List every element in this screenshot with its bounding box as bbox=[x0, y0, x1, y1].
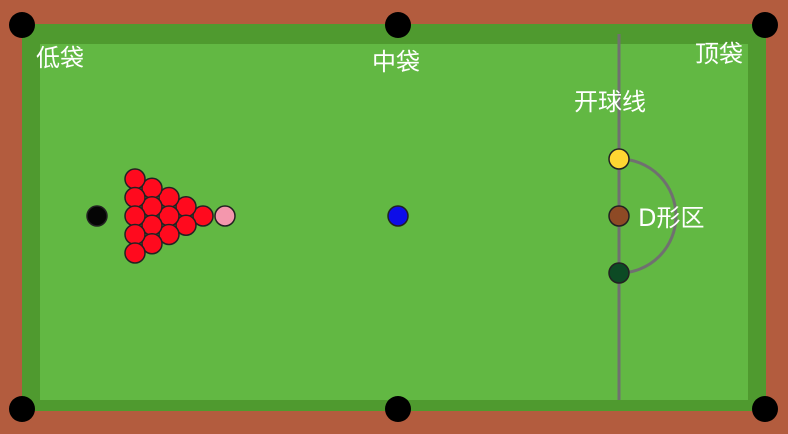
red-ball bbox=[175, 214, 197, 236]
red-balls-triangle bbox=[124, 168, 214, 264]
pocket-top-right bbox=[752, 12, 778, 38]
red-ball bbox=[124, 168, 146, 190]
red-ball bbox=[192, 205, 214, 227]
label-baulk-line: 开球线 bbox=[574, 88, 646, 116]
black-ball bbox=[86, 205, 108, 227]
label-bottom-pocket: 低袋 bbox=[36, 44, 84, 72]
yellow-ball bbox=[608, 148, 630, 170]
pink-ball bbox=[214, 205, 236, 227]
pocket-top-left bbox=[9, 12, 35, 38]
label-top-pocket: 顶袋 bbox=[695, 40, 743, 68]
red-ball bbox=[124, 186, 146, 209]
pocket-bottom-middle bbox=[385, 396, 411, 422]
label-middle-pocket: 中袋 bbox=[372, 48, 420, 76]
green-ball bbox=[608, 262, 630, 284]
pocket-bottom-left bbox=[9, 396, 35, 422]
red-ball bbox=[124, 205, 146, 227]
pocket-top-middle bbox=[385, 12, 411, 38]
brown-ball bbox=[608, 205, 630, 227]
red-ball bbox=[158, 223, 180, 246]
red-ball bbox=[124, 242, 146, 264]
red-ball bbox=[124, 223, 146, 246]
red-ball bbox=[141, 233, 163, 255]
blue-ball bbox=[387, 205, 409, 227]
label-d-zone: D形区 bbox=[638, 204, 704, 232]
pocket-bottom-right bbox=[752, 396, 778, 422]
d-zone-arc bbox=[618, 157, 678, 275]
cushion-bevel-right bbox=[748, 24, 766, 411]
cushion-bevel-left bbox=[22, 24, 40, 411]
